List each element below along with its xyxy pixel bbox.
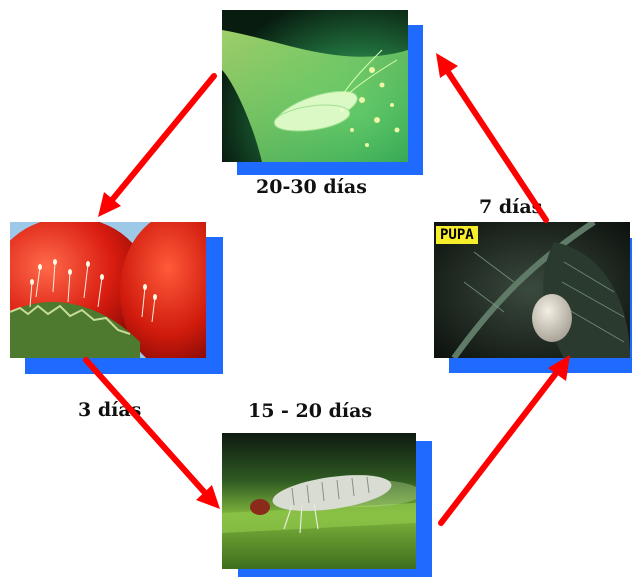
- larva-photo: [222, 433, 416, 569]
- arrow-pupa-to-adult-head: [436, 53, 458, 78]
- eggs-photo: [10, 222, 206, 358]
- arrow-adult-to-eggs-head: [98, 192, 121, 217]
- arrow-eggs-to-larva: [86, 360, 206, 494]
- pupa-photo: PUPA: [434, 222, 630, 358]
- arrow-eggs-to-larva-head: [196, 485, 220, 509]
- eggs-duration-label: 3 días: [78, 399, 141, 421]
- larva-duration-label: 15 - 20 días: [248, 400, 372, 422]
- arrow-larva-to-pupa: [441, 372, 557, 523]
- pupa-duration-label: 7 días: [479, 196, 542, 218]
- pupa-tag: PUPA: [436, 226, 478, 244]
- arrow-adult-to-eggs: [112, 76, 214, 200]
- adult-lacewing-photo: [222, 10, 408, 162]
- adult-duration-label: 20-30 días: [256, 176, 367, 198]
